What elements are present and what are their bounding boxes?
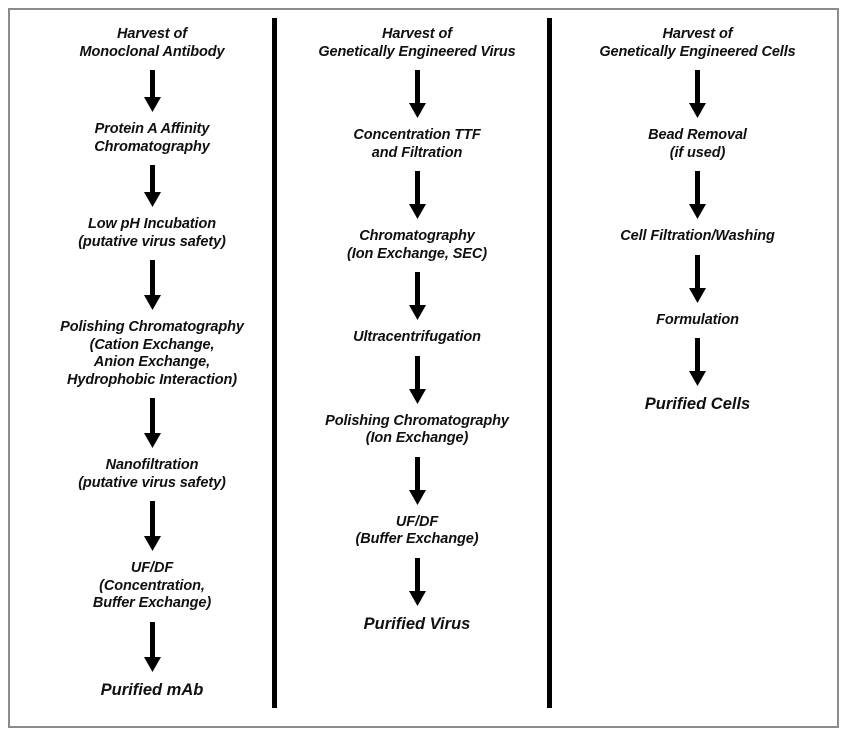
flow-step: Harvest of Monoclonal Antibody: [79, 26, 225, 60]
flow-step: UF/DF (Buffer Exchange): [355, 513, 479, 548]
flow-arrow-down-icon: [143, 260, 161, 310]
flow-step: Nanofiltration (putative virus safety): [78, 457, 226, 491]
flow-step: Polishing Chromatography (Ion Exchange): [325, 412, 509, 447]
flow-arrow-down-icon: [143, 70, 161, 112]
flow-step-terminal: Purified Cells: [644, 395, 751, 413]
flow-step: Harvest of Genetically Engineered Virus: [318, 26, 516, 60]
flow-arrow-down-icon: [689, 171, 706, 219]
flow-arrow-down-icon: [689, 70, 706, 118]
flow-arrow-down-icon: [408, 355, 426, 404]
flow-arrow-down-icon: [143, 501, 161, 551]
flow-step: Concentration TTF and Filtration: [353, 127, 481, 161]
flow-arrow-down-icon: [408, 557, 426, 606]
flow-arrow-down-icon: [408, 272, 426, 320]
flow-step: Chromatography (Ion Exchange, SEC): [347, 228, 487, 262]
flow-arrow-down-icon: [143, 621, 161, 672]
figure-border: [8, 8, 839, 728]
column-divider-1: [272, 18, 277, 708]
flow-step: Cell Filtration/Washing: [620, 228, 775, 244]
flow-step: Bead Removal (if used): [648, 127, 747, 161]
flow-step: Protein A Affinity Chromatography: [94, 121, 210, 155]
flow-arrow-down-icon: [143, 165, 161, 207]
flow-step: Polishing Chromatography (Cation Exchang…: [60, 319, 244, 388]
flow-arrow-down-icon: [408, 70, 426, 118]
flow-arrow-down-icon: [143, 398, 161, 448]
flow-arrow-down-icon: [408, 456, 426, 505]
flow-step: Harvest of Genetically Engineered Cells: [599, 26, 796, 60]
flow-step: UF/DF (Concentration, Buffer Exchange): [92, 560, 212, 611]
flow-arrow-down-icon: [689, 338, 706, 386]
flow-arrow-down-icon: [408, 171, 426, 219]
flow-step: Formulation: [656, 311, 739, 328]
flow-step-terminal: Purified mAb: [100, 680, 204, 699]
column-divider-2: [547, 18, 552, 708]
flow-step-terminal: Purified Virus: [363, 614, 471, 633]
flow-step: Ultracentrifugation: [353, 329, 481, 345]
flow-step: Low pH Incubation (putative virus safety…: [78, 216, 226, 250]
flow-arrow-down-icon: [689, 254, 706, 303]
